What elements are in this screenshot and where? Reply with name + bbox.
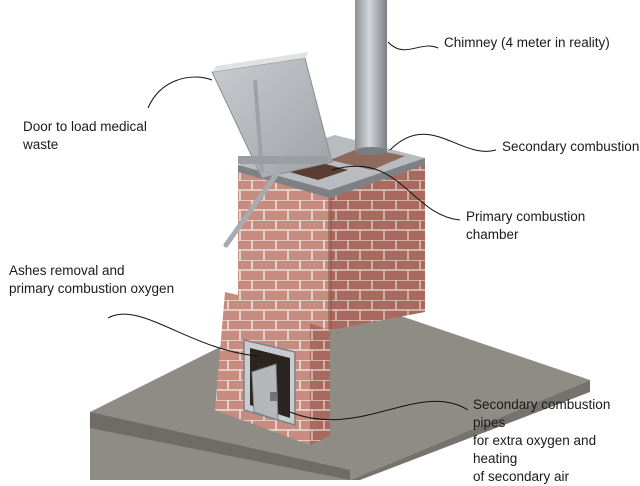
brick-tower [238,158,425,330]
chimney [355,0,387,155]
label-secondary-combustion-pipes: Secondary combustion pipes for extra oxy… [473,397,611,484]
label-secondary-combustion: Secondary combustion [502,139,640,154]
loading-door [211,52,333,248]
tower-front-shade [328,190,332,330]
ground-slab-left-edge [90,412,350,480]
door-lever-handle [223,155,291,248]
leader-primary-chamber [331,165,461,221]
lower-base-right-face [310,308,330,445]
ash-door-handle [270,392,277,401]
ash-removal-door [243,339,296,427]
label-ashes-removal: Ashes removal and primary combustion oxy… [9,263,175,296]
ash-door-leaf [251,363,279,421]
leader-ashes [107,313,259,357]
leader-chimney [387,41,439,51]
leader-lines [107,41,497,421]
tower-left-face [238,165,330,330]
ground-slab-top [90,292,590,480]
leader-secondary-combustion [389,133,497,152]
door-hinge-bracket [238,156,328,164]
chimney-base [355,147,387,155]
tower-right-face [330,158,425,330]
door-panel [211,57,333,179]
label-chimney: Chimney (4 meter in reality) [444,35,610,50]
leader-pipes [289,400,469,421]
label-primary-combustion-chamber: Primary combustion chamber [466,209,586,242]
ground-slab-right-edge [350,380,590,480]
secondary-combustion-vent [330,147,405,170]
chimney-pipe [355,0,387,152]
ground-slab [90,292,590,480]
label-loading-door: Door to load medical waste [23,119,147,152]
leader-door [147,76,213,109]
door-panel-edge [212,52,309,72]
